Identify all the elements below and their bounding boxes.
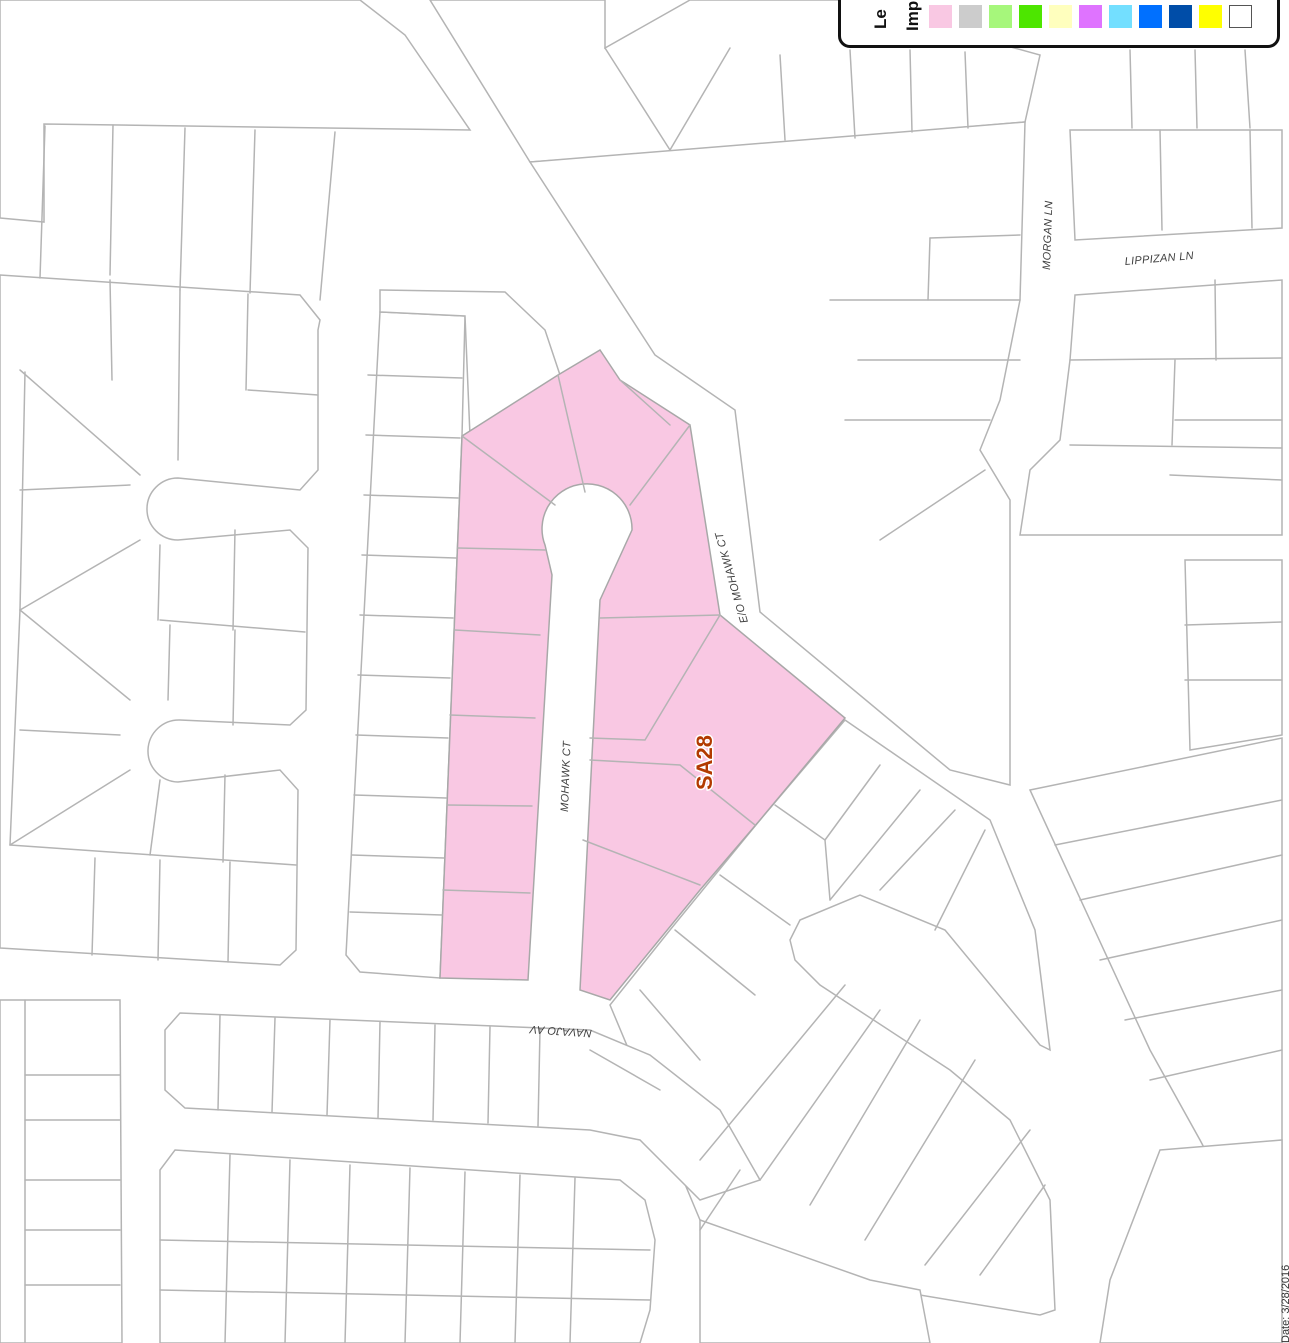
legend-swatch: [1229, 5, 1252, 28]
legend-swatch: [1109, 5, 1132, 28]
service-area-sa28[interactable]: [439, 348, 847, 1001]
street-label-morgan-ln: MORGAN LN: [1041, 200, 1055, 270]
legend-swatch: [1199, 5, 1222, 28]
legend-swatch: [989, 5, 1012, 28]
map-legend: Le Imp: [838, 0, 1280, 48]
legend-subtitle: Imp: [903, 0, 922, 31]
lot-lines: [9, 47, 1283, 1343]
map-date: Date: 3/28/2016: [1280, 1264, 1289, 1343]
legend-title: Le: [871, 9, 890, 29]
street-label-navajo-av: NAVAJO AV: [528, 1023, 592, 1039]
legend-swatch: [959, 5, 982, 28]
street-label-mohawk-ct: MOHAWK CT: [559, 740, 574, 812]
legend-swatch: [1079, 5, 1102, 28]
legend-swatch: [929, 5, 952, 28]
legend-swatch: [1139, 5, 1162, 28]
legend-swatch: [1169, 5, 1192, 28]
service-area-label: SA28: [692, 735, 717, 790]
legend-swatches: [929, 5, 1252, 28]
legend-swatch: [1049, 5, 1072, 28]
legend-swatch: [1019, 5, 1042, 28]
